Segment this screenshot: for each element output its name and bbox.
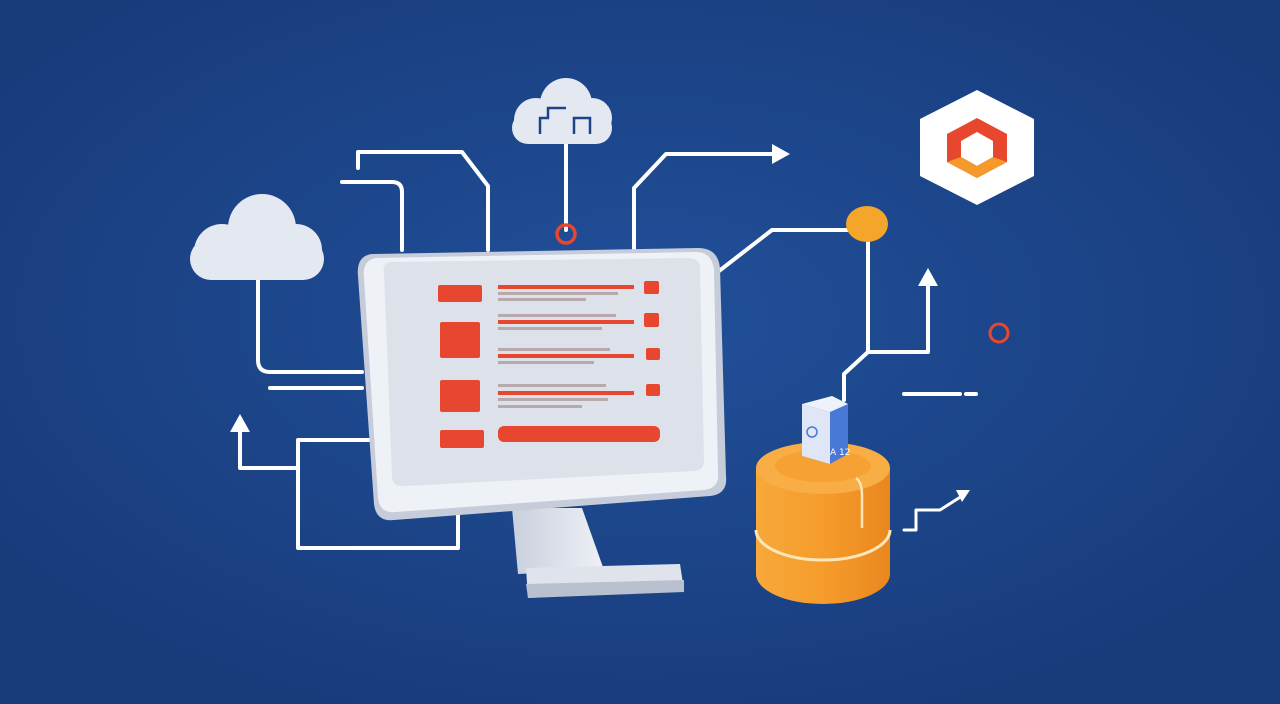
list-item-marker (440, 322, 480, 358)
cloud-icon (190, 194, 324, 280)
list-item-marker (438, 285, 482, 302)
list-item-end-marker (644, 281, 659, 294)
connector-red-node-to-yellow (708, 228, 852, 280)
list-item-line (498, 298, 586, 301)
node-yellow (846, 206, 888, 242)
hexagon-logo-icon (920, 90, 1034, 205)
connector-right-arrow-up (866, 280, 930, 354)
connector-top-left-2 (340, 180, 404, 252)
monitor-icon (357, 248, 727, 598)
list-item-marker (440, 380, 480, 412)
package-box-icon: A 12 (802, 396, 850, 464)
node-ring (988, 322, 1010, 344)
connector-yellow-down (842, 226, 870, 402)
list-item-line (498, 320, 634, 324)
list-item-line (498, 348, 610, 351)
connector-top-arrow (632, 152, 778, 252)
screen-content (438, 281, 660, 448)
arrow-heads (230, 144, 970, 502)
arrow-right-icon (772, 144, 790, 164)
list-item-line (498, 354, 634, 358)
list-item-line (498, 405, 582, 408)
arrow-up-icon (230, 414, 250, 432)
connector-cloud-left (256, 278, 364, 374)
list-item-end-marker (646, 384, 660, 396)
list-item-line (498, 314, 616, 317)
node-ring (555, 223, 577, 245)
package-box-label: A 12 (830, 448, 850, 458)
list-item-line (498, 327, 602, 330)
database-icon (754, 442, 892, 604)
list-item-line (498, 285, 634, 289)
connector-top-left-1 (356, 150, 490, 252)
list-item-line (498, 292, 618, 295)
list-item-end-marker (644, 313, 659, 327)
list-item-line (498, 361, 594, 364)
progress-bar (498, 426, 660, 442)
list-item-line (498, 391, 634, 395)
connector-lines (238, 140, 978, 550)
connector-bottom-right-arrow (902, 494, 964, 532)
list-item-end-marker (646, 348, 660, 360)
list-item-line (498, 384, 606, 387)
arrow-up-right-icon (956, 490, 970, 502)
list-item-line (498, 398, 608, 401)
list-item-marker (440, 430, 484, 448)
connector-left-loop (296, 466, 460, 550)
cloud-icon (512, 78, 612, 144)
arrow-up-icon (918, 268, 938, 286)
